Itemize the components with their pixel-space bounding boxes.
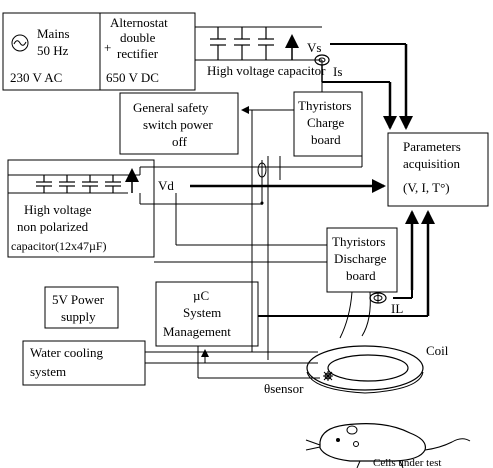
np-capacitor-line3: capacitor(12x47µF): [11, 239, 107, 253]
water-cooling-box: Water cooling system: [22, 340, 146, 386]
cells-under-test-label: Cells under test: [373, 457, 441, 468]
rectifier-voltage: 650 V DC: [106, 70, 159, 85]
discharge-board-line2: Discharge: [334, 251, 387, 266]
safety-switch-line1: General safety: [133, 100, 209, 115]
rectifier-box: Alternostat double + rectifier 650 V DC: [99, 12, 196, 91]
mouse-icon: [305, 423, 471, 468]
np-capacitor-line2: non polarized: [17, 219, 89, 234]
parameters-line3: (V, I, T°): [403, 180, 450, 195]
charge-board-line3: board: [311, 132, 341, 147]
parameters-line1: Parameters: [403, 139, 461, 154]
theta-sensor-label: θsensor: [264, 381, 304, 396]
power-supply-box: 5V Power supply: [44, 286, 119, 329]
rectifier-label: rectifier: [117, 46, 159, 61]
parameters-line2: acquisition: [403, 156, 461, 171]
hv-capacitor-bank: High voltage capacitor Vs: [195, 26, 326, 78]
coil-icon: [306, 345, 424, 394]
vd-label: Vd: [158, 178, 174, 193]
discharge-board-line1: Thyristors: [332, 234, 385, 249]
safety-switch-line2: switch power: [143, 117, 213, 132]
power-supply-line1: 5V Power: [52, 292, 105, 307]
discharge-board-line3: board: [346, 268, 376, 283]
rectifier-name: Alternostat: [110, 15, 168, 30]
switch-symbol-icon: [257, 160, 267, 205]
water-cooling-line2: system: [30, 364, 66, 379]
np-capacitor-line1: High voltage: [24, 202, 92, 217]
uc-system-line1: µC: [193, 288, 209, 303]
np-capacitor-box: High voltage non polarized capacitor(12x…: [7, 159, 155, 258]
safety-switch-box: General safety switch power off: [119, 92, 239, 155]
coil-label: Coil: [426, 343, 449, 358]
charge-board-line2: Charge: [307, 115, 345, 130]
discharge-board-box: Thyristors Discharge board: [326, 227, 398, 293]
charge-board-box: Thyristors Charge board: [293, 91, 363, 157]
parameters-box: Parameters acquisition (V, I, T°): [387, 132, 489, 207]
mains-box: Mains 50 Hz 230 V AC: [2, 12, 101, 91]
is-label: Is: [333, 64, 342, 79]
mains-frequency: 50 Hz: [37, 43, 69, 58]
safety-switch-line3: off: [172, 134, 188, 149]
uc-system-line2: System: [183, 305, 221, 320]
il-label: IL: [391, 301, 403, 316]
uc-system-box: µC System Management: [155, 281, 259, 347]
uc-system-line3: Management: [163, 324, 231, 339]
charge-board-line1: Thyristors: [298, 98, 351, 113]
mains-label: Mains: [37, 26, 70, 41]
ac-source-icon: [11, 34, 29, 52]
rectifier-type: double: [120, 30, 156, 45]
vs-label: Vs: [307, 40, 321, 55]
power-supply-line2: supply: [61, 309, 96, 324]
rectifier-plus-sign: +: [104, 40, 111, 55]
theta-sensor-icon: [323, 371, 333, 381]
water-cooling-line1: Water cooling: [30, 345, 103, 360]
mains-voltage: 230 V AC: [10, 70, 62, 85]
hv-capacitor-label: High voltage capacitor: [207, 63, 326, 78]
